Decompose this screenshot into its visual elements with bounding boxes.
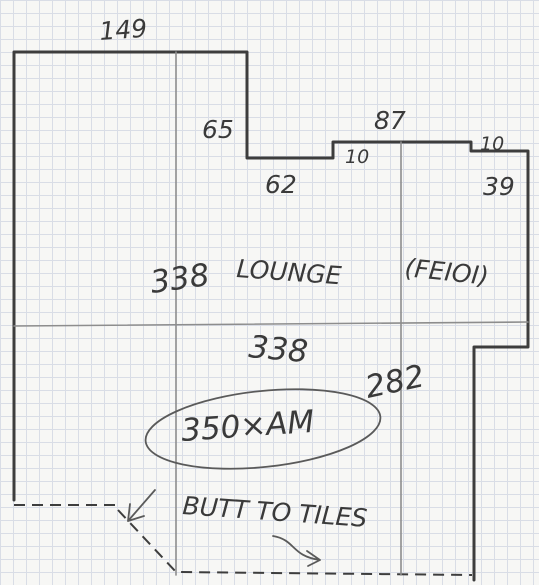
note-label: BUTT TO TILES <box>182 491 369 533</box>
dim-right-lower: 282 <box>362 358 427 406</box>
dim-step-b: 10 <box>480 133 504 155</box>
arrow-left-icon <box>127 489 156 522</box>
dim-mid-width: 87 <box>374 106 406 135</box>
dim-right-height: 39 <box>483 172 515 201</box>
dim-step-a: 10 <box>345 146 369 168</box>
dim-notch-height: 65 <box>202 115 234 144</box>
area-label: 350×AM <box>180 404 315 449</box>
alcove-label: (FEIOI) <box>403 253 490 291</box>
dim-lounge-height: 338 <box>148 257 212 301</box>
dim-notch-width: 62 <box>265 170 297 199</box>
dim-total-width: 338 <box>247 329 309 370</box>
outer-wall <box>12 50 530 582</box>
area-ellipse <box>144 388 382 470</box>
room-label: LOUNGE <box>236 254 343 290</box>
arrow-right-icon <box>272 535 321 567</box>
dim-top-width: 149 <box>98 14 148 46</box>
horizontal-guide-mid <box>13 321 529 327</box>
bottom-dashed-diagonal <box>117 509 473 576</box>
